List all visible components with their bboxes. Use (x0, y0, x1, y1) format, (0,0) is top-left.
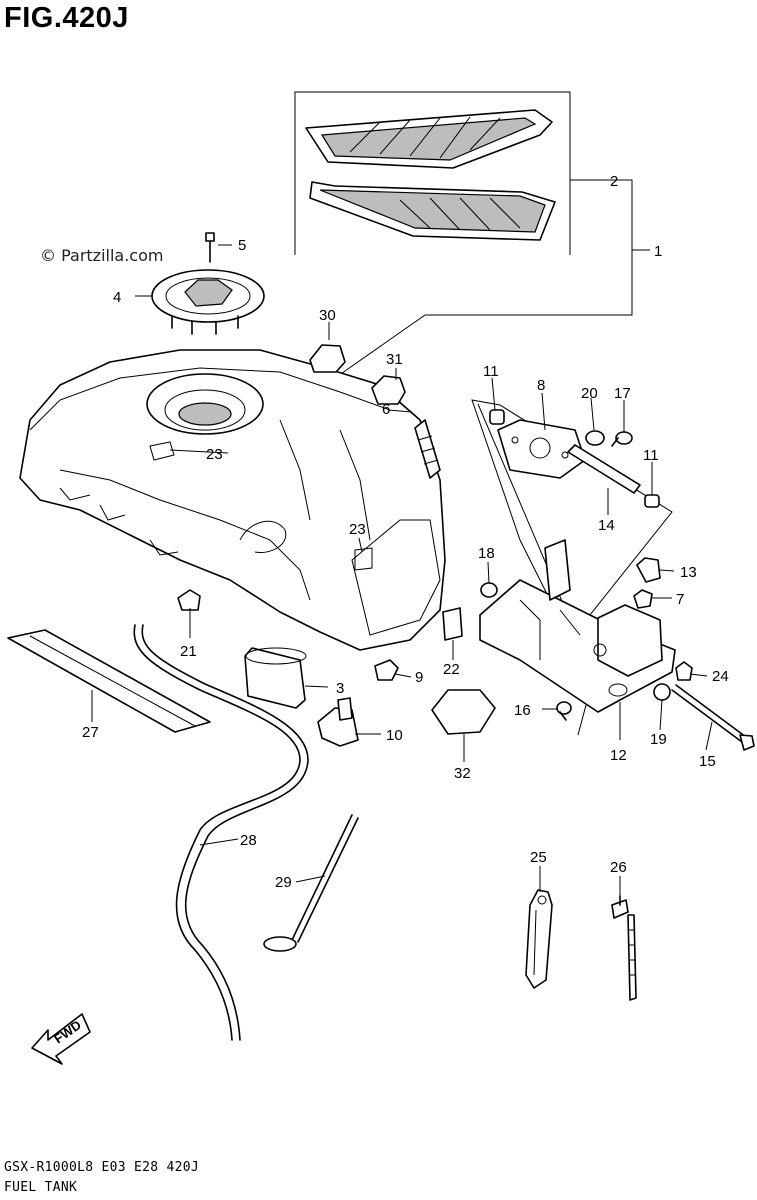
cushion-30[interactable] (309, 344, 346, 373)
gauge-rod-29[interactable] (263, 814, 359, 952)
cushion-9[interactable] (374, 659, 399, 681)
hose-holder-25[interactable] (525, 889, 553, 989)
callout-18[interactable]: 18 (478, 545, 495, 562)
bolt-15[interactable] (671, 684, 755, 751)
mount-bracket-12[interactable] (479, 539, 676, 713)
cushion-21[interactable] (177, 589, 201, 611)
diagram-code: GSX-R1000L8 E03 E28 420J (4, 1160, 200, 1175)
callout-2[interactable]: 2 (610, 173, 618, 190)
assembly-outline (471, 399, 673, 641)
washer-19[interactable] (653, 683, 671, 701)
callout-32[interactable]: 32 (454, 765, 471, 782)
callout-22[interactable]: 22 (443, 661, 460, 678)
callout-3[interactable]: 3 (336, 680, 344, 697)
seal-strip-6[interactable] (414, 419, 441, 479)
bolt-17[interactable] (611, 431, 633, 447)
callout-6[interactable]: 6 (382, 401, 390, 418)
callout-28[interactable]: 28 (240, 832, 257, 849)
leader-lines (91, 322, 713, 898)
fuel-cap[interactable] (151, 269, 265, 335)
callout-1[interactable]: 1 (654, 243, 662, 260)
nut-18[interactable] (480, 582, 498, 598)
callout-24[interactable]: 24 (712, 668, 729, 685)
callout-8[interactable]: 8 (537, 377, 545, 394)
callout-26[interactable]: 26 (610, 859, 627, 876)
callout-12[interactable]: 12 (610, 747, 627, 764)
watermark: © Partzilla.com (40, 246, 164, 265)
callout-23-b[interactable]: 23 (349, 521, 366, 538)
callout-5[interactable]: 5 (238, 237, 246, 254)
callout-20[interactable]: 20 (581, 385, 598, 402)
nut-clip-13[interactable] (636, 557, 661, 583)
pipe-14[interactable] (567, 444, 641, 494)
callout-15[interactable]: 15 (699, 753, 716, 770)
callout-25[interactable]: 25 (530, 849, 547, 866)
nut-7[interactable] (633, 589, 653, 609)
callout-4[interactable]: 4 (113, 289, 121, 306)
cushion-24[interactable] (675, 661, 693, 681)
pad-22[interactable] (442, 607, 463, 641)
callout-27[interactable]: 27 (82, 724, 99, 741)
callout-29[interactable]: 29 (275, 874, 292, 891)
callout-31[interactable]: 31 (386, 351, 403, 368)
collar-11b[interactable] (644, 494, 660, 508)
callout-11-a[interactable]: 11 (483, 363, 499, 380)
callout-14[interactable]: 14 (598, 517, 615, 534)
cushion-32[interactable] (431, 689, 496, 735)
bracket-10[interactable] (317, 697, 359, 747)
bolt-16[interactable] (556, 701, 572, 721)
drain-hose-28[interactable] (133, 624, 301, 1041)
decal-set[interactable] (294, 91, 571, 255)
cushion-31[interactable] (371, 375, 406, 405)
pump-bracket-8[interactable] (497, 419, 586, 479)
callout-21[interactable]: 21 (180, 643, 197, 660)
forward-arrow: FWD (31, 1013, 91, 1065)
diagram-name: FUEL TANK (4, 1180, 78, 1195)
callout-labels: 1 2 3 4 5 6 7 8 9 10 11 11 12 13 14 15 1… (82, 173, 729, 891)
callout-7[interactable]: 7 (676, 591, 684, 608)
callout-11-b[interactable]: 11 (643, 447, 659, 464)
callout-23-a[interactable]: 23 (206, 446, 223, 463)
fuel-tank[interactable] (19, 349, 446, 651)
clamp-band-26[interactable] (611, 895, 637, 1001)
cap-bolt[interactable] (205, 232, 215, 263)
callout-30[interactable]: 30 (319, 307, 336, 324)
callout-10[interactable]: 10 (386, 727, 403, 744)
figure-title: FIG.420J (4, 2, 129, 34)
grommet-20[interactable] (585, 430, 605, 446)
collar-11a[interactable] (489, 409, 505, 425)
callout-13[interactable]: 13 (680, 564, 697, 581)
callout-9[interactable]: 9 (415, 669, 423, 686)
tank-hose-clamp-3[interactable] (244, 647, 307, 709)
callout-19[interactable]: 19 (650, 731, 667, 748)
callout-16[interactable]: 16 (514, 702, 531, 719)
callout-17[interactable]: 17 (614, 385, 631, 402)
